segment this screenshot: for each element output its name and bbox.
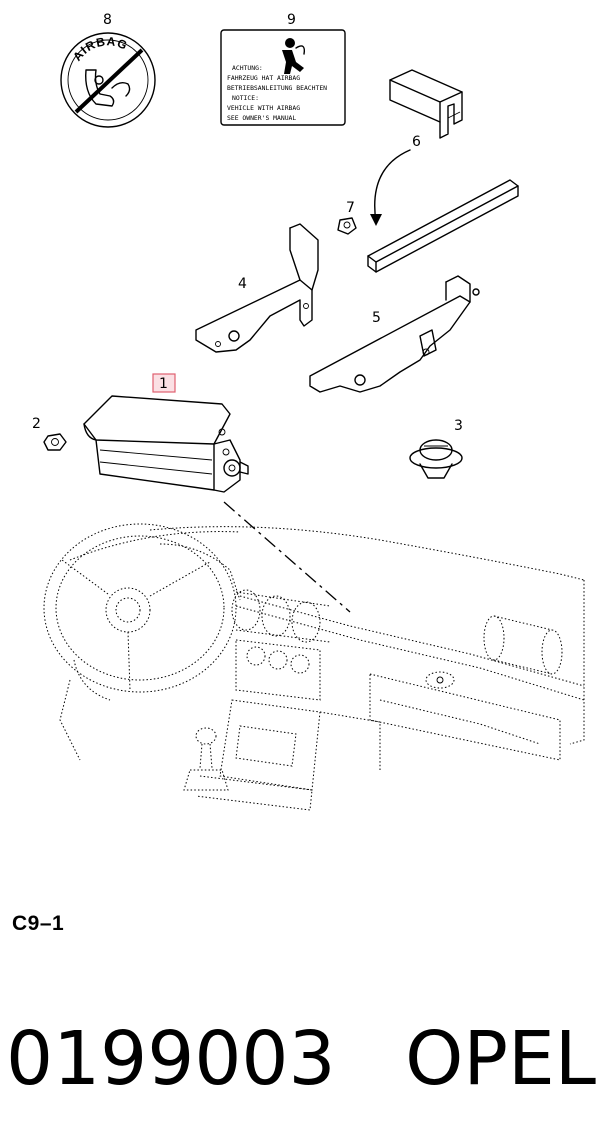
label-line-5: VEHICLE WITH AIRBAG (227, 104, 300, 112)
badge-label: AIRBAG (70, 34, 130, 63)
brand-name: OPEL (405, 1016, 596, 1102)
part-2-nut: 2 (32, 416, 67, 451)
label-line-4: NOTICE: (232, 94, 259, 102)
callout-1-highlight (152, 373, 176, 393)
part-8-airbag-badge: 8 AIRBAG (60, 12, 156, 128)
exploded-parts-diagram: 8 AIRBAG 9 ACHTUNG: FAHRZEUG HAT AIRBAG … (32, 12, 585, 811)
footer: 0199003 OPEL (6, 996, 596, 1096)
part-3-push-clip: 3 (409, 418, 463, 479)
callout-9: 9 (287, 12, 296, 28)
label-line-3: BETRIEBSANLEITUNG BEACHTEN (227, 84, 327, 92)
callout-1: 1 (159, 376, 168, 392)
dashboard-outline (43, 523, 585, 811)
airbag-person-icon (282, 38, 306, 74)
callout-6: 6 (412, 134, 421, 150)
callout-8: 8 (103, 12, 112, 28)
part-7-nut: 7 (337, 200, 357, 235)
callout-7: 7 (346, 200, 355, 216)
callout-5: 5 (372, 310, 381, 326)
part-6-clip: 6 (370, 69, 463, 226)
part-4-bracket: 4 (195, 223, 319, 353)
callout-2: 2 (32, 416, 41, 432)
part-6-trim-strip (367, 179, 519, 273)
prohibition-stroke (74, 48, 144, 114)
section-code: C9–1 (12, 912, 65, 935)
part-1-airbag-module: 1 (83, 373, 249, 493)
part-9-warning-label: 9 ACHTUNG: FAHRZEUG HAT AIRBAG BETRIEBSA… (220, 12, 346, 126)
assembly-leader-line (223, 501, 351, 613)
part-5-bracket: 5 (309, 275, 480, 393)
callout-3: 3 (454, 418, 463, 434)
label-line-6: SEE OWNER'S MANUAL (227, 114, 296, 122)
label-line-1: ACHTUNG: (232, 64, 263, 72)
callout-4: 4 (238, 276, 247, 292)
part-number: 0199003 (6, 1016, 336, 1102)
label-line-2: FAHRZEUG HAT AIRBAG (227, 74, 300, 82)
